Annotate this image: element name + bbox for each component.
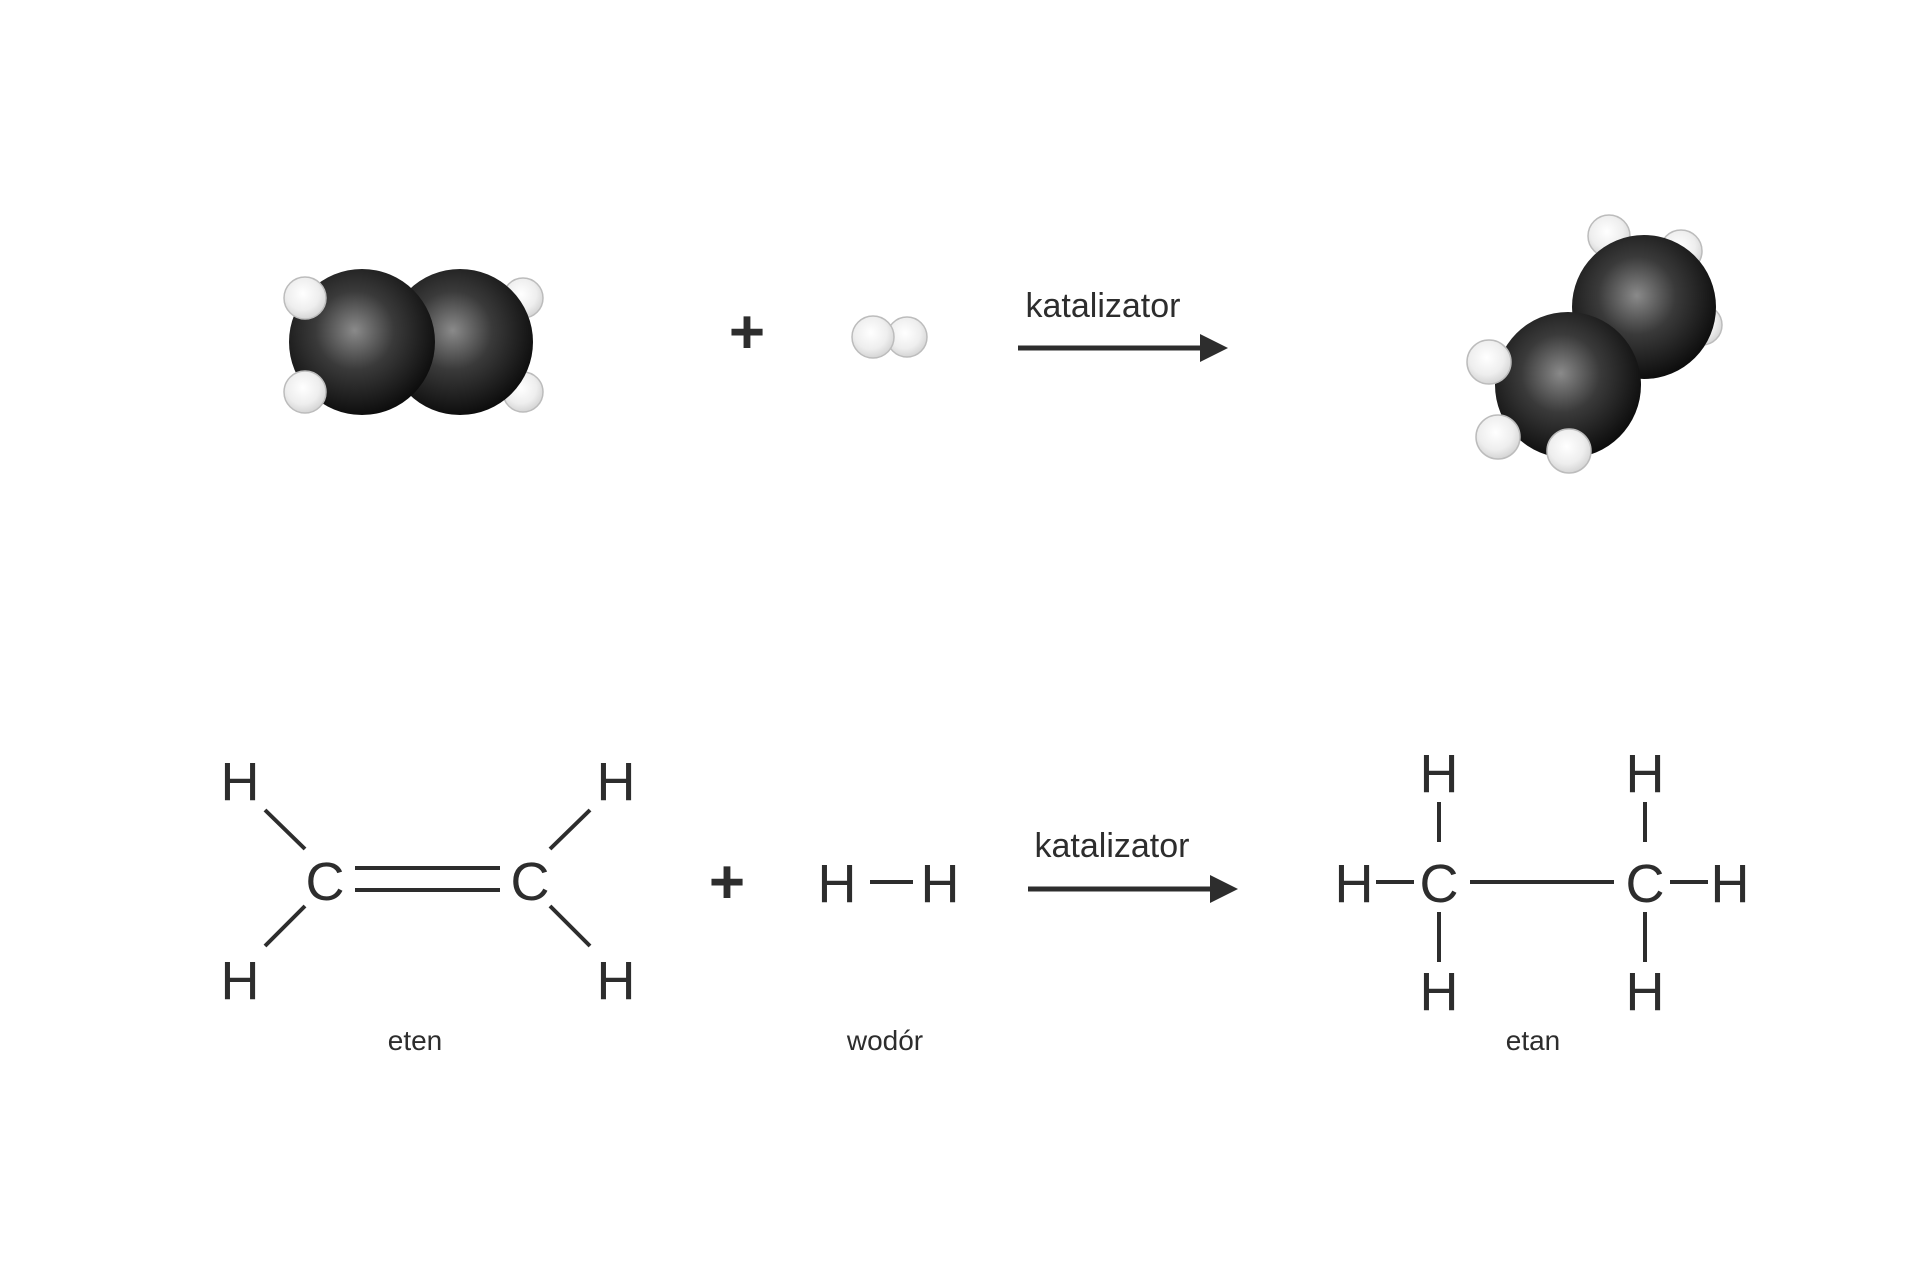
catalyst-label: katalizator [1035, 827, 1190, 865]
hydrogen-atom [283, 276, 327, 320]
carbon-atom [1495, 312, 1641, 458]
single-bond [548, 808, 592, 851]
atom-h: H [1335, 854, 1374, 914]
catalyst-label: katalizator [1026, 287, 1181, 325]
hydrogen-formula: H H wodór [818, 854, 960, 1056]
hydrogen-atom [283, 370, 327, 414]
model-plus-sign: + [729, 298, 765, 367]
model-reaction-arrow: katalizator [1018, 287, 1228, 362]
atom-h: H [921, 854, 960, 914]
ethene-formula: H H C C H H eten [221, 752, 636, 1056]
ethane-name: etan [1506, 1025, 1561, 1056]
atom-h: H [597, 752, 636, 812]
atom-h: H [1420, 962, 1459, 1022]
formula-reaction-arrow: katalizator [1028, 827, 1238, 903]
ethane-model [1466, 214, 1723, 474]
hydrogen-atom [851, 315, 895, 359]
atom-h: H [1420, 744, 1459, 804]
formula-plus-sign: + [709, 848, 745, 917]
atom-c: C [306, 852, 345, 912]
hydrogen-atom [1466, 339, 1512, 385]
single-bond [263, 904, 307, 948]
single-bond [548, 904, 592, 948]
atom-h: H [1626, 744, 1665, 804]
arrow-head [1210, 875, 1238, 903]
atom-h: H [221, 951, 260, 1011]
hydrogen-atom [1475, 414, 1521, 460]
atom-h: H [221, 752, 260, 812]
atom-c: C [1420, 854, 1459, 914]
ethene-model [283, 269, 544, 415]
carbon-atom [289, 269, 435, 415]
atom-h: H [1626, 962, 1665, 1022]
single-bond [263, 808, 307, 851]
arrow-head [1200, 334, 1228, 362]
atom-h: H [1711, 854, 1750, 914]
atom-h: H [818, 854, 857, 914]
ethane-formula: H H H C C H H H etan [1335, 744, 1750, 1056]
atom-c: C [1626, 854, 1665, 914]
atom-h: H [597, 951, 636, 1011]
hydrogen-model [851, 315, 928, 359]
ethene-name: eten [388, 1025, 443, 1056]
atom-c: C [511, 852, 550, 912]
hydrogen-atom [1546, 428, 1592, 474]
hydrogen-name: wodór [846, 1025, 923, 1056]
